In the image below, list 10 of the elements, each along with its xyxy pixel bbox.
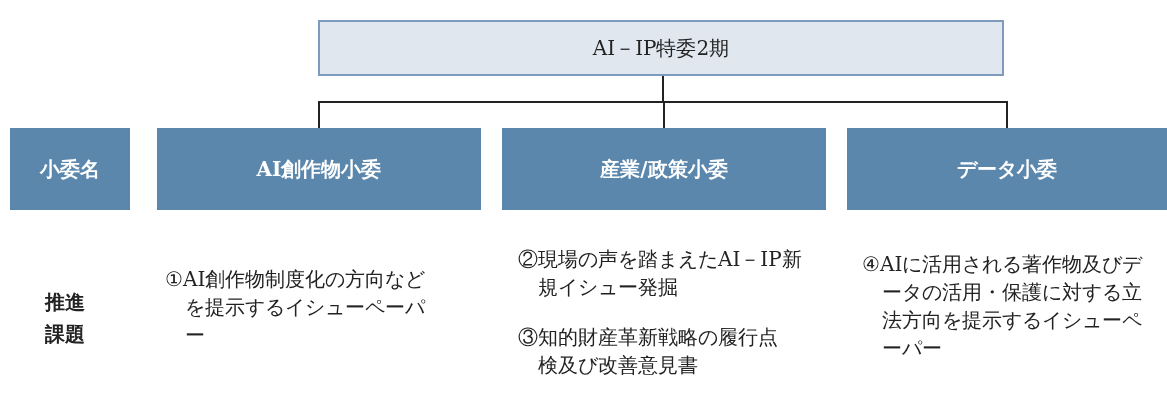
task-text: ③知的財産革新戦略の履行点検及び改善意見書 [518, 324, 779, 379]
task-text: ①AI創作物制度化の方向などを提示するイシューペーパー [165, 266, 427, 349]
subcommittee-box: AI創作物小委 [157, 128, 481, 210]
subcommittee-box: データ小委 [847, 128, 1167, 210]
row-header-box: 小委名 [10, 128, 130, 210]
row-header-label: 推進課題 [45, 289, 86, 348]
subcommittee-box: 産業/政策小委 [502, 128, 826, 210]
task-text: ④AIに活用される著作物及びデータの活用・保護に対する立法方向を提示するイシューペーパー [862, 251, 1144, 362]
committee-box: AI－IP特委2期 [318, 20, 1004, 76]
task-text: ②現場の声を踏まえたAI－IP新規イシュー発掘 [518, 246, 803, 301]
